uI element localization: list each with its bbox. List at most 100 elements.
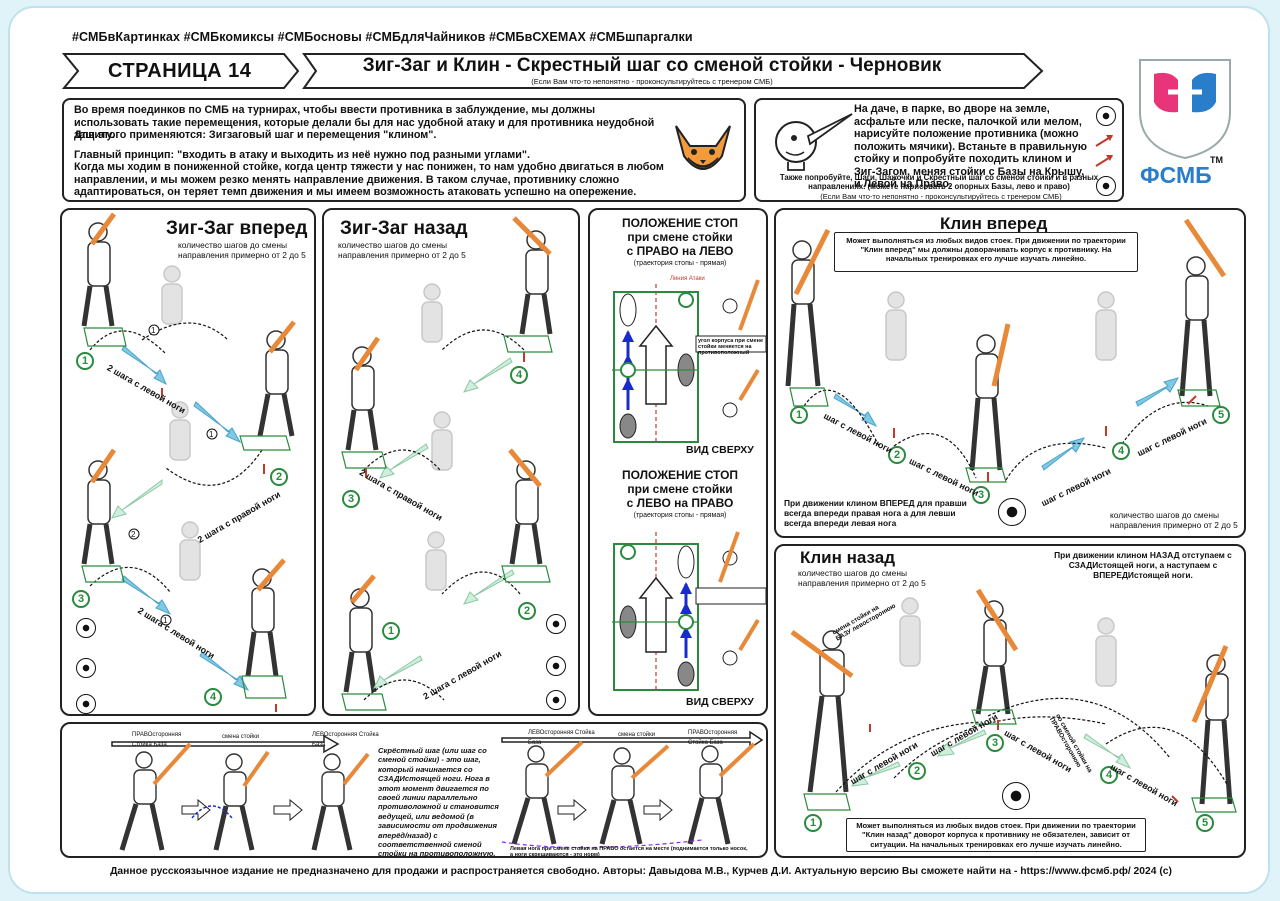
panel-title: Зиг-Заг назад [340, 218, 468, 239]
feet-heading-2: ПОЛОЖЕНИЕ СТОП [621, 468, 739, 482]
step-number: 2 [908, 762, 926, 780]
left-base-label: ЛЕВОсторонняя Стойка База [312, 732, 379, 748]
wedge-back-info: Может выполняться из любых видов стоек. … [856, 821, 1136, 849]
step-number: 4 [204, 688, 222, 706]
zigzag-back-diagram [341, 216, 553, 711]
panel-wedge-forward: Клин вперед Может выполняться из любых в… [774, 208, 1246, 538]
page-sheet: #СМБвКартинках #СМБкомиксы #СМБосновы #С… [8, 6, 1270, 894]
step-number: 3 [972, 486, 990, 504]
logo-text: ФСМБ [1140, 162, 1212, 188]
panel-zigzag-back: Зиг-Заг назад количество шагов до смены … [322, 208, 580, 716]
panel-zigzag-forward: Зиг-Заг вперед количество шагов до смены… [60, 208, 316, 716]
logo-tm: TM [1210, 155, 1223, 165]
step-number: 2 [270, 468, 288, 486]
page-pill-shape [62, 53, 300, 89]
stance-change-label: смена стойки [618, 732, 656, 738]
page-title: Зиг-Заг и Клин - Скрестный шаг со сменой… [362, 55, 942, 76]
feet-diagram-left-to-right [612, 531, 767, 691]
intro-principle: Главный принцип: "входить в атаку и выхо… [74, 149, 531, 161]
ball-icon [1096, 176, 1116, 196]
step-number: 1 [76, 352, 94, 370]
feet-heading-1c: с ПРАВО на ЛЕВО [626, 244, 734, 258]
step-number: 2 [888, 446, 906, 464]
intro-paragraph-1: Во время поединков по СМБ на турнирах, ч… [74, 104, 655, 141]
fsmb-shield-icon [1139, 59, 1231, 160]
panel-title: Клин назад [800, 548, 896, 567]
tip-text: На даче, в парке, во дворе на земле, асф… [854, 103, 1087, 190]
right-base-label: ПРАВОсторонняя Стойка База [132, 732, 182, 748]
wedge-back-note: При движении клином НАЗАД отступаем с СЗ… [1054, 550, 1232, 580]
page-label: СТРАНИЦА 14 [108, 60, 252, 82]
feet-sub-2: (траектория стопы - прямая) [633, 512, 727, 519]
feet-heading-2b: при смене стойки [627, 482, 733, 496]
ball-icon [76, 658, 96, 678]
step-number: 3 [342, 490, 360, 508]
step-number: 4 [1100, 766, 1118, 784]
tip-consult: (Если Вам что-то непонятно - проконсульт… [820, 192, 1062, 201]
ball-icon [546, 656, 566, 676]
pinocchio-icon [775, 113, 853, 171]
view-top-label: ВИД СВЕРХУ [686, 444, 754, 456]
step-number: 5 [1212, 406, 1230, 424]
panel-title: Клин вперед [940, 214, 1048, 233]
ball-icon [546, 690, 566, 710]
step-number: 5 [1196, 814, 1214, 832]
svg-text:1: 1 [209, 430, 214, 439]
steps-note: количество шагов до смены направления пр… [1110, 510, 1238, 530]
step-number: 4 [510, 366, 528, 384]
title-box: Зиг-Заг и Клин - Скрестный шаг со сменой… [302, 52, 1044, 90]
cross-step-diagram [111, 730, 764, 851]
ball-icon [998, 498, 1026, 526]
ball-icon [1002, 782, 1030, 810]
panel-title: Зиг-Заг вперед [166, 218, 308, 239]
wedge-back-diagram [790, 588, 1237, 813]
fox-icon [675, 125, 731, 170]
wedge-forward-diagram [785, 218, 1227, 483]
zigzag-forward-diagram: 1 1 2 1 [81, 212, 296, 712]
step-number: 2 [518, 602, 536, 620]
step-number: 3 [986, 734, 1004, 752]
step-number: 1 [804, 814, 822, 832]
red-arrow-icon [1095, 155, 1113, 167]
tip-box: На даче, в парке, во дворе на земле, асф… [754, 98, 1124, 202]
red-arrow-icon [1095, 135, 1113, 147]
panel-wedge-back: Клин назад количество шагов до смены нап… [774, 544, 1246, 858]
step-number: 1 [382, 622, 400, 640]
feet-heading-1b: при смене стойки [627, 230, 733, 244]
cross-step-description: Скрёстный шаг (или шаг со сменой стойки)… [378, 746, 499, 859]
step-number: 3 [72, 590, 90, 608]
wedge-info-box: Может выполняться из любых видов стоек. … [834, 232, 1138, 272]
page-subtitle: (Если Вам что-то непонятно - проконсульт… [531, 77, 773, 86]
panel-cross-step: ПРАВОсторонняя Стойка База смена стойки … [60, 722, 768, 858]
steps-note: количество шагов до смены направления пр… [178, 240, 306, 260]
page-label-box: СТРАНИЦА 14 [62, 52, 300, 90]
wedge-back-info-box: Может выполняться из любых видов стоек. … [846, 818, 1146, 852]
intro-paragraph-1b: Для этого применяются: Зигзаговый шаг и … [74, 129, 437, 141]
feet-sub-1: (траектория стопы - прямая) [633, 260, 727, 267]
steps-note: количество шагов до смены направления пр… [798, 568, 926, 588]
footer-credits: Данное русскоязычное издание не предназн… [110, 866, 1172, 877]
ball-icon [1096, 106, 1116, 126]
wedge-info: Может выполняться из любых видов стоек. … [846, 236, 1126, 264]
feet-heading-2c: с ЛЕВО на ПРАВО [626, 496, 734, 510]
wedge-forward-note: При движении клином ВПЕРЕД для правши вс… [784, 498, 967, 528]
svg-text:2: 2 [131, 530, 136, 539]
title-arrow-shape [302, 53, 1044, 89]
stance-change-label: смена стойки [222, 734, 260, 740]
ball-icon [76, 694, 96, 714]
feet-diagram-right-to-left: Линия Атаки [612, 276, 767, 443]
svg-text:1: 1 [163, 616, 168, 625]
hashtags: #СМБвКартинках #СМБкомиксы #СМБосновы #С… [72, 30, 693, 44]
tip-small-text: Также попробуйте, Шаги, Шажочки и Скрест… [779, 173, 1099, 191]
intro-paragraph-3: Когда мы ходим в пониженной стойке, когд… [74, 161, 664, 198]
angle-note: угол корпуса при смене стойки меняется н… [698, 338, 764, 356]
step-number: 1 [790, 406, 808, 424]
fsmb-logo: ФСМБ TM [1130, 52, 1240, 202]
left-base-label: ЛЕВОсторонняя Стойка База [528, 730, 595, 746]
step-number: 4 [1112, 442, 1130, 460]
panel-feet-position: ПОЛОЖЕНИЕ СТОП при смене стойки с ПРАВО … [588, 208, 768, 716]
ball-icon [76, 618, 96, 638]
svg-text:1: 1 [151, 326, 156, 335]
right-base-label: ПРАВОсторонняя Стойка База [688, 730, 738, 746]
intro-box: Во время поединков по СМБ на турнирах, ч… [62, 98, 746, 202]
